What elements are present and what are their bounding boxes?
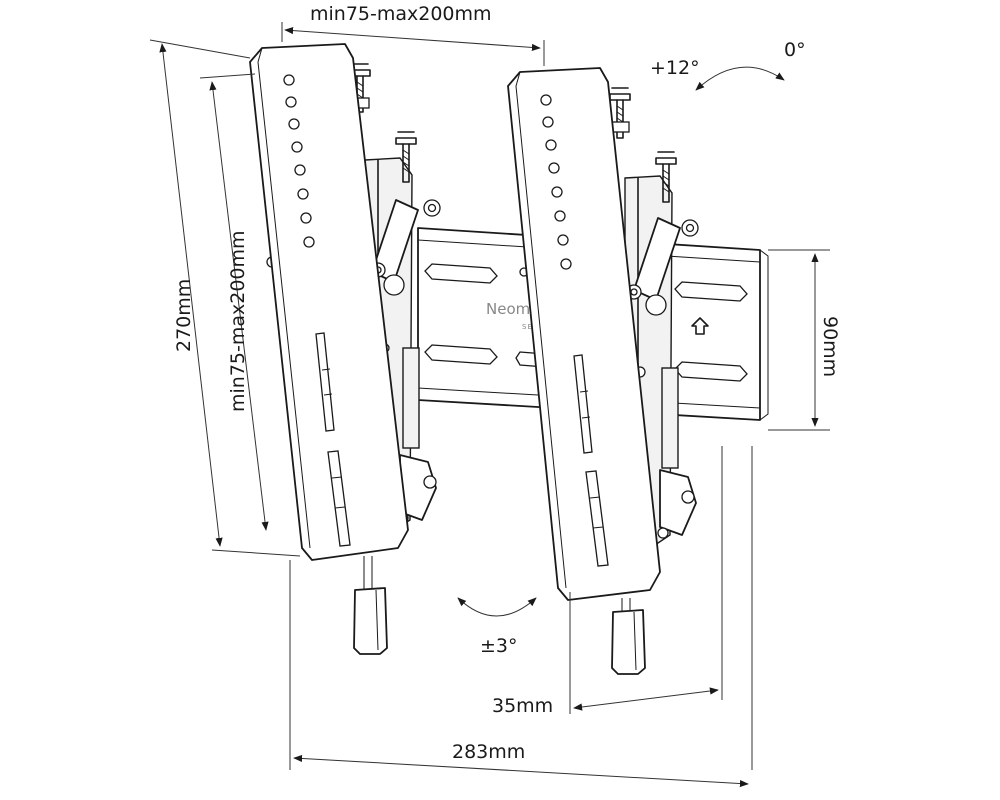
screw <box>349 63 371 113</box>
brand-logo: Neom <box>486 300 530 318</box>
label-tilt-neutral: 0° <box>784 39 806 61</box>
hook <box>661 367 679 469</box>
label-depth-min: 35mm <box>492 695 553 717</box>
safety-lock-right <box>611 598 646 675</box>
label-tilt-forward: +12° <box>650 57 700 79</box>
screw <box>655 151 677 203</box>
safety-lock-left <box>353 556 388 655</box>
label-rail-height: 90mm <box>819 316 841 377</box>
rail-slot <box>674 281 748 302</box>
label-outer-height: 270mm <box>173 279 195 352</box>
label-level-adjust: ±3° <box>480 635 518 657</box>
label-top-width: min75-max200mm <box>310 3 492 25</box>
label-inner-height: min75-max200mm <box>227 230 249 412</box>
dimension-lines <box>149 22 830 788</box>
tilt-rotation-arrow <box>695 66 785 91</box>
screw <box>395 131 417 183</box>
right-vertical-bracket <box>507 67 661 675</box>
up-arrow-icon <box>691 317 709 335</box>
level-rotation-arrow <box>457 597 537 617</box>
rail-slot <box>424 344 498 365</box>
screw <box>609 87 631 139</box>
left-vertical-bracket <box>249 43 409 655</box>
hook <box>402 347 420 449</box>
label-depth-max: 283mm <box>452 741 525 763</box>
rail-slot <box>424 263 498 284</box>
